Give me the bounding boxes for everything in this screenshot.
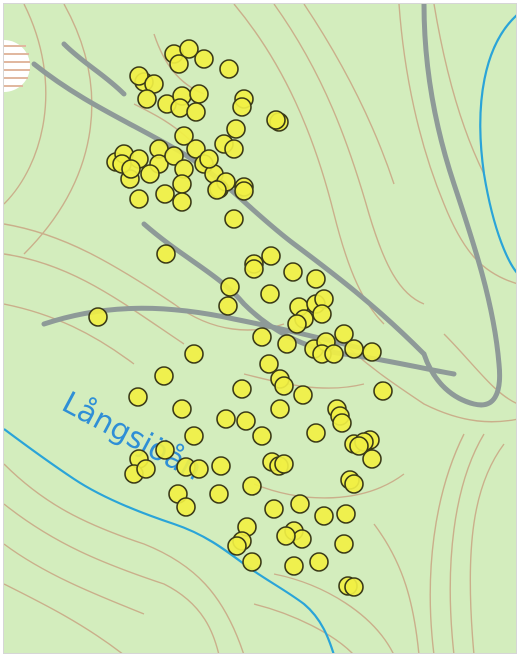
observation-marker[interactable]	[266, 110, 286, 130]
observation-marker[interactable]	[232, 97, 252, 117]
observation-marker[interactable]	[184, 426, 204, 446]
observation-marker[interactable]	[226, 119, 246, 139]
observation-marker[interactable]	[199, 149, 219, 169]
observation-marker[interactable]	[154, 366, 174, 386]
observation-marker[interactable]	[211, 456, 231, 476]
observation-marker[interactable]	[186, 102, 206, 122]
observation-marker[interactable]	[227, 536, 247, 556]
observation-marker[interactable]	[252, 426, 272, 446]
observation-marker[interactable]	[140, 164, 160, 184]
observation-marker[interactable]	[176, 497, 196, 517]
observation-marker[interactable]	[270, 399, 290, 419]
observation-marker[interactable]	[284, 556, 304, 576]
observation-marker[interactable]	[259, 354, 279, 374]
observation-marker[interactable]	[179, 39, 199, 59]
observation-marker[interactable]	[292, 529, 312, 549]
observation-marker[interactable]	[174, 126, 194, 146]
observation-marker[interactable]	[155, 184, 175, 204]
observation-marker[interactable]	[344, 474, 364, 494]
observation-marker[interactable]	[207, 180, 227, 200]
water-features	[4, 14, 516, 653]
observation-marker[interactable]	[224, 139, 244, 159]
observation-marker[interactable]	[184, 344, 204, 364]
observation-marker[interactable]	[336, 504, 356, 524]
observation-marker[interactable]	[216, 409, 236, 429]
observation-marker[interactable]	[287, 314, 307, 334]
observation-marker[interactable]	[129, 189, 149, 209]
observation-marker[interactable]	[261, 246, 281, 266]
observation-marker[interactable]	[373, 381, 393, 401]
observation-marker[interactable]	[219, 59, 239, 79]
map-viewport[interactable]: Långsjöån	[3, 3, 517, 654]
observation-marker[interactable]	[334, 534, 354, 554]
observation-marker[interactable]	[349, 436, 369, 456]
observation-marker[interactable]	[224, 209, 244, 229]
observation-marker[interactable]	[324, 344, 344, 364]
observation-marker[interactable]	[274, 376, 294, 396]
observation-marker[interactable]	[186, 139, 206, 159]
observation-marker[interactable]	[234, 181, 254, 201]
observation-marker[interactable]	[309, 552, 329, 572]
observation-marker[interactable]	[312, 304, 332, 324]
topographic-map[interactable]: Långsjöån	[4, 4, 517, 654]
observation-marker[interactable]	[136, 459, 156, 479]
observation-marker[interactable]	[314, 506, 334, 526]
map-edge-element	[4, 40, 30, 92]
observation-marker[interactable]	[334, 324, 354, 344]
observation-marker[interactable]	[220, 277, 240, 297]
observation-marker[interactable]	[277, 334, 297, 354]
observation-marker[interactable]	[306, 269, 326, 289]
observation-marker[interactable]	[189, 459, 209, 479]
observation-marker[interactable]	[293, 385, 313, 405]
observation-marker[interactable]	[244, 259, 264, 279]
observation-marker[interactable]	[260, 284, 280, 304]
observation-marker[interactable]	[362, 449, 382, 469]
observation-marker[interactable]	[290, 494, 310, 514]
observation-marker[interactable]	[194, 49, 214, 69]
observation-marker[interactable]	[129, 66, 149, 86]
observation-marker[interactable]	[344, 577, 364, 597]
observation-markers[interactable]	[88, 39, 393, 597]
observation-marker[interactable]	[362, 342, 382, 362]
observation-marker[interactable]	[88, 307, 108, 327]
observation-marker[interactable]	[172, 174, 192, 194]
observation-marker[interactable]	[172, 192, 192, 212]
observation-marker[interactable]	[121, 159, 141, 179]
observation-marker[interactable]	[242, 476, 262, 496]
observation-marker[interactable]	[189, 84, 209, 104]
observation-marker[interactable]	[306, 423, 326, 443]
observation-marker[interactable]	[274, 454, 294, 474]
observation-marker[interactable]	[236, 411, 256, 431]
observation-marker[interactable]	[264, 499, 284, 519]
observation-marker[interactable]	[283, 262, 303, 282]
observation-marker[interactable]	[218, 296, 238, 316]
observation-marker[interactable]	[232, 379, 252, 399]
observation-marker[interactable]	[172, 399, 192, 419]
observation-marker[interactable]	[344, 339, 364, 359]
observation-marker[interactable]	[242, 552, 262, 572]
observation-marker[interactable]	[137, 89, 157, 109]
observation-marker[interactable]	[169, 54, 189, 74]
observation-marker[interactable]	[156, 244, 176, 264]
observation-marker[interactable]	[209, 484, 229, 504]
observation-marker[interactable]	[276, 526, 296, 546]
observation-marker[interactable]	[252, 327, 272, 347]
observation-marker[interactable]	[164, 146, 184, 166]
observation-marker[interactable]	[128, 387, 148, 407]
observation-marker[interactable]	[170, 98, 190, 118]
observation-marker[interactable]	[155, 440, 175, 460]
observation-marker[interactable]	[332, 413, 352, 433]
